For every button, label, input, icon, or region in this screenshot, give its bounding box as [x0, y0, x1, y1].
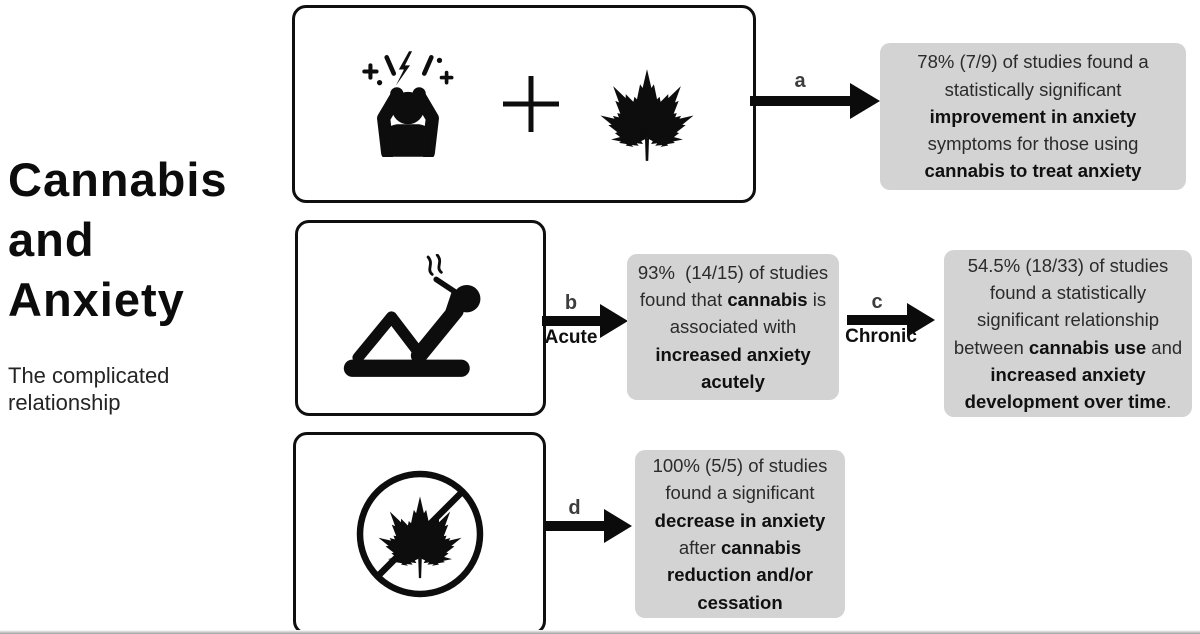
text-line: associated with	[670, 313, 796, 340]
text-line: cannabis to treat anxiety	[925, 157, 1142, 184]
text-segment: found a statistically	[989, 281, 1147, 303]
result-box-chronic: 54.5% (18/33) of studies found a statisti…	[944, 250, 1192, 417]
text-line: acutely	[701, 368, 765, 395]
text-segment: cannabis	[720, 537, 802, 558]
text-segment: development over time	[964, 391, 1167, 413]
text-line: after cannabis	[679, 534, 801, 561]
text-segment: statistically significant	[944, 78, 1122, 100]
text-segment: 100% (5/5) of studies	[652, 455, 828, 477]
text-segment: associated with	[669, 316, 797, 338]
text-line: decrease in anxiety	[655, 507, 826, 534]
text-segment: after	[678, 537, 721, 558]
text-line: development over time.	[965, 388, 1172, 415]
result-box-acute: 93% (14/15) of studies found that cannabi…	[627, 254, 839, 400]
panel-cannabis-cessation	[293, 432, 546, 634]
text-line: 100% (5/5) of studies	[653, 452, 828, 479]
arrow-c-sublabel-chronic: Chronic	[845, 326, 917, 347]
arrow-b-shaft	[542, 316, 600, 326]
arrow-c-label: c	[871, 291, 883, 313]
arrow-b: b Acute	[542, 292, 632, 360]
arrow-a-label: a	[794, 70, 806, 92]
text-segment: 93% (14/15) of studies	[637, 261, 829, 283]
arrow-a: a	[750, 70, 882, 140]
arrow-b-sublabel-acute: Acute	[544, 327, 598, 348]
text-line: 54.5% (18/33) of studies	[968, 252, 1169, 279]
panel-cannabis-treat-anxiety	[292, 5, 756, 203]
text-segment: improvement in anxiety	[929, 105, 1137, 127]
text-segment: cannabis use	[1028, 336, 1147, 358]
text-segment: and	[1146, 336, 1183, 358]
text-line: cessation	[697, 589, 782, 616]
arrow-c-shaft	[847, 315, 907, 325]
no-cannabis-icon	[356, 470, 483, 597]
text-line: improvement in anxiety	[930, 103, 1137, 130]
text-segment: cessation	[697, 591, 783, 613]
text-segment: symptoms for those using	[927, 133, 1139, 155]
text-segment: found that	[639, 289, 728, 311]
result-box-treatment: 78% (7/9) of studies found a statisticall…	[880, 43, 1186, 190]
title-line-3: Anxiety	[8, 273, 185, 326]
arrow-c-head	[907, 303, 935, 337]
text-segment: between	[953, 336, 1029, 358]
title-line-2: and	[8, 213, 95, 266]
text-segment: found a significant	[665, 482, 815, 504]
text-line: found a statistically	[990, 279, 1146, 306]
arrow-c: c Chronic	[845, 291, 947, 359]
text-segment: 54.5% (18/33) of studies	[967, 254, 1169, 276]
arrow-b-head	[600, 304, 628, 338]
text-segment: is	[807, 289, 827, 311]
text-segment: increased anxiety	[990, 363, 1146, 385]
arrow-d: d	[545, 497, 645, 565]
text-segment: acutely	[701, 370, 765, 392]
text-segment: 78% (7/9) of studies found a	[917, 51, 1149, 73]
arrow-d-label: d	[568, 497, 581, 519]
smoking-person-icon	[343, 254, 480, 377]
stressed-person-icon	[362, 51, 454, 157]
text-line: found that cannabis is	[640, 286, 826, 313]
arrow-d-shaft	[545, 521, 604, 531]
text-segment: decrease in anxiety	[654, 509, 826, 531]
page-title: Cannabis and Anxiety	[8, 150, 228, 330]
arrow-d-head	[604, 509, 632, 543]
arrow-a-shaft	[750, 96, 850, 106]
arrow-a-head	[850, 83, 880, 119]
text-line: 78% (7/9) of studies found a	[917, 48, 1148, 75]
text-line: significant relationship	[977, 306, 1159, 333]
text-segment: reduction and/or	[667, 564, 813, 586]
text-line: symptoms for those using	[928, 130, 1139, 157]
text-line: 93% (14/15) of studies	[638, 259, 828, 286]
text-segment: increased anxiety	[655, 343, 811, 365]
page-subtitle: The complicated relationship	[8, 363, 170, 415]
text-line: reduction and/or	[667, 561, 813, 588]
text-line: increased anxiety	[990, 361, 1145, 388]
panel-cannabis-use	[295, 220, 546, 416]
bottom-edge-artifact	[0, 630, 1200, 634]
text-segment: .	[1166, 391, 1172, 413]
title-line-1: Cannabis	[8, 153, 228, 206]
text-line: increased anxiety	[655, 341, 810, 368]
text-line: between cannabis use and	[954, 334, 1182, 361]
text-line: statistically significant	[945, 76, 1122, 103]
text-segment: cannabis	[727, 289, 808, 311]
text-line: found a significant	[665, 479, 814, 506]
result-box-cessation: 100% (5/5) of studies found a significant…	[635, 450, 845, 618]
text-segment: cannabis to treat anxiety	[924, 160, 1142, 182]
text-segment: significant relationship	[976, 309, 1160, 331]
cannabis-leaf-icon	[588, 45, 706, 163]
arrow-b-label: b	[564, 292, 578, 314]
plus-icon	[503, 76, 559, 132]
